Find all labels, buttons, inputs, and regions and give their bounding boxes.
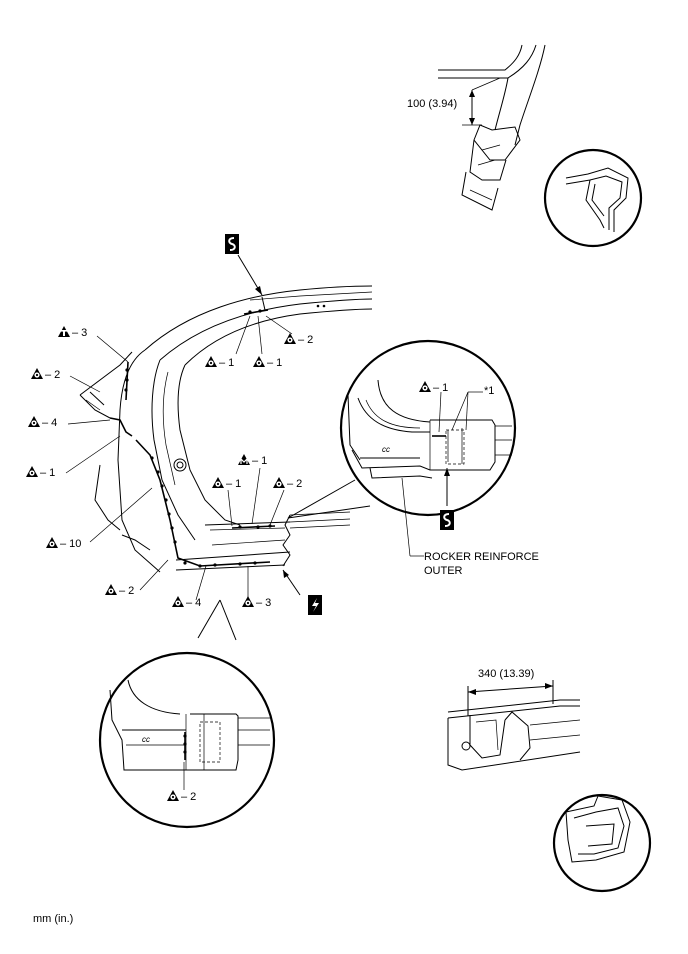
weld-leaders [65,315,293,601]
weld-label-4-bottom: – 4 [172,596,201,609]
svg-text:– 1: – 1 [267,357,282,369]
saw-cut-icon-detail [439,509,455,531]
weld-label-4-left: – 4 [28,416,57,429]
detail-circle-bottom: cc [98,599,276,829]
svg-text:– 4: – 4 [186,597,201,609]
section-circle-bottom [552,793,652,893]
svg-text:cc: cc [382,445,390,454]
weld-label-3-top: – 3 [58,326,87,339]
svg-text:– 1: – 1 [40,467,55,479]
unit-note: mm (in.) [33,913,73,925]
weld-label-2-roof: – 2 [284,333,313,346]
svg-text:– 3: – 3 [72,327,87,339]
weld-label-3-bottom: – 3 [242,596,271,609]
svg-text:– 3: – 3 [256,597,271,609]
part-name-line1: ROCKER REINFORCE [424,551,539,563]
weld-label-10: – 10 [46,537,81,550]
dim-pillar-cut: 100 (3.94) [407,98,457,110]
svg-text:– 1: – 1 [226,478,241,490]
dim-rocker-cut: 340 (13.39) [478,668,534,680]
svg-text:– 2: – 2 [45,369,60,381]
detail-circle-right: cc [287,339,517,557]
svg-text:– 2: – 2 [287,478,302,490]
weld-label-1-rocker: – 1 [212,477,241,490]
weld-label-1-roof-a: – 1 [205,356,234,369]
weld-label-m1: – 1 [237,453,267,467]
svg-text:– 1: – 1 [219,357,234,369]
svg-text:– 2: – 2 [298,334,313,346]
weld-label-1-detail: – 1 [419,381,448,394]
svg-text:– 2: – 2 [181,791,196,803]
weld-label-1-left: – 1 [26,466,55,479]
callout-star-1: *1 [484,385,494,397]
weld-label-2-detail-bottom: – 2 [167,790,196,803]
air-saw-icon-bottom [308,595,322,615]
weld-label-2-rocker: – 2 [273,477,302,490]
weld-label-2-lower: – 2 [105,584,134,597]
svg-text:cc: cc [142,735,150,744]
svg-text:– 4: – 4 [42,417,57,429]
svg-text:– 2: – 2 [119,585,134,597]
svg-text:– 1: – 1 [252,455,267,467]
section-circle-top [543,148,643,248]
weld-label-2-left: – 2 [31,368,60,381]
part-name-line2: OUTER [424,565,463,577]
saw-cut-icon-top [224,233,240,255]
rocker-cut-detail: 340 (13.39) [447,668,581,771]
body-side-panel [79,254,373,596]
weld-label-1-roof-b: – 1 [253,356,282,369]
svg-text:– 10: – 10 [60,538,81,550]
svg-text:– 1: – 1 [433,382,448,394]
pillar-cut-detail: 100 (3.94) [407,44,546,211]
